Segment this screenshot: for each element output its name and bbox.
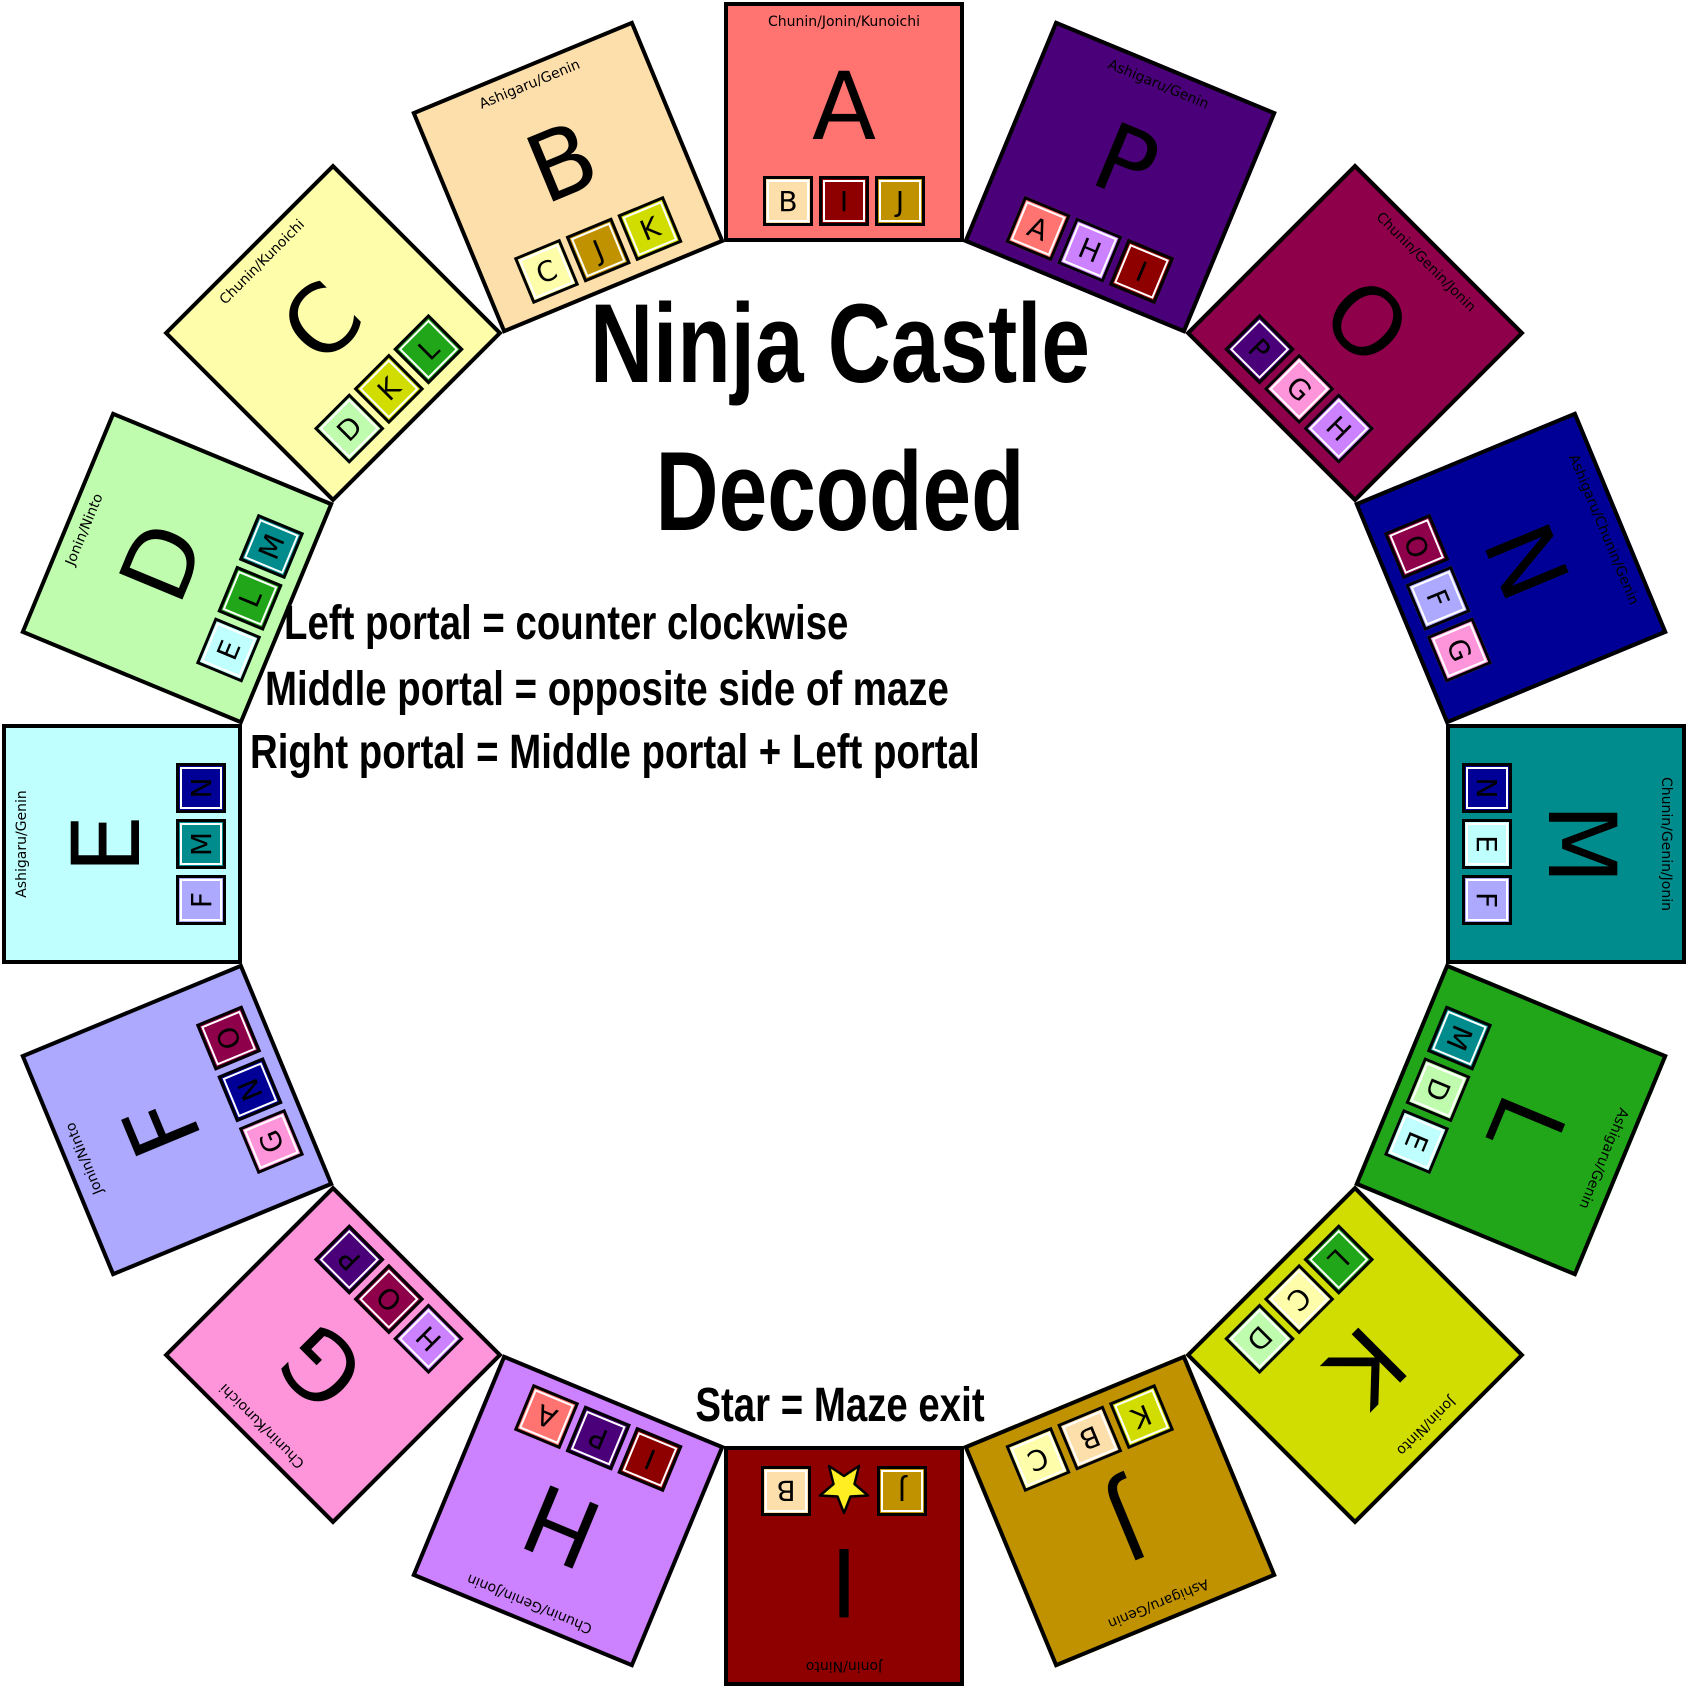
portal-e: E: [1462, 819, 1512, 869]
rule-right-portal: Right portal = Middle portal + Left port…: [250, 726, 980, 779]
room-rank: Chunin/Jonin/Kunoichi: [767, 14, 921, 30]
portal-b: B: [763, 176, 813, 226]
portal-k: K: [1109, 1383, 1175, 1450]
portal-f: F: [1405, 565, 1471, 631]
room-letter: I: [830, 1526, 858, 1635]
portal-b: B: [761, 1466, 811, 1516]
portal-e: E: [195, 616, 262, 683]
portal-e: E: [1383, 1109, 1450, 1175]
portal-m: M: [176, 819, 226, 869]
title-line-2: Decoded: [655, 429, 1025, 554]
portal-i: I: [819, 176, 869, 226]
portal-m: M: [238, 513, 305, 579]
room-letter: M: [1526, 803, 1635, 885]
portal-j: J: [877, 1466, 927, 1516]
room-rank: Jonin/Ninto: [805, 1658, 883, 1674]
rule-left-portal: Left portal = counter clockwise: [284, 597, 849, 650]
legend-star-exit: Star = Maze exit: [695, 1379, 985, 1432]
portal-a: A: [513, 1383, 579, 1450]
portal-f: F: [1462, 875, 1512, 925]
rule-middle-portal: Middle portal = opposite side of maze: [265, 663, 949, 716]
portal-n: N: [176, 763, 226, 813]
portal-g: G: [238, 1109, 305, 1175]
portal-i: I: [616, 1426, 683, 1493]
portal-f: F: [176, 875, 226, 925]
portal-g: G: [1426, 616, 1493, 683]
room-rank: Chunin/Genin/Jonin: [1658, 776, 1674, 912]
portal-j: J: [875, 176, 925, 226]
title-line-1: Ninja Castle: [589, 281, 1091, 406]
portal-l: L: [217, 565, 283, 631]
portal-k: K: [616, 195, 683, 262]
portal-j: J: [565, 217, 631, 283]
portal-n: N: [1462, 763, 1512, 813]
portal-o: O: [1383, 513, 1450, 579]
room-letter: E: [53, 814, 162, 874]
room-rank: Ashigaru/Genin: [14, 790, 30, 898]
room-letter: A: [811, 53, 877, 162]
star-icon: [817, 1462, 871, 1516]
